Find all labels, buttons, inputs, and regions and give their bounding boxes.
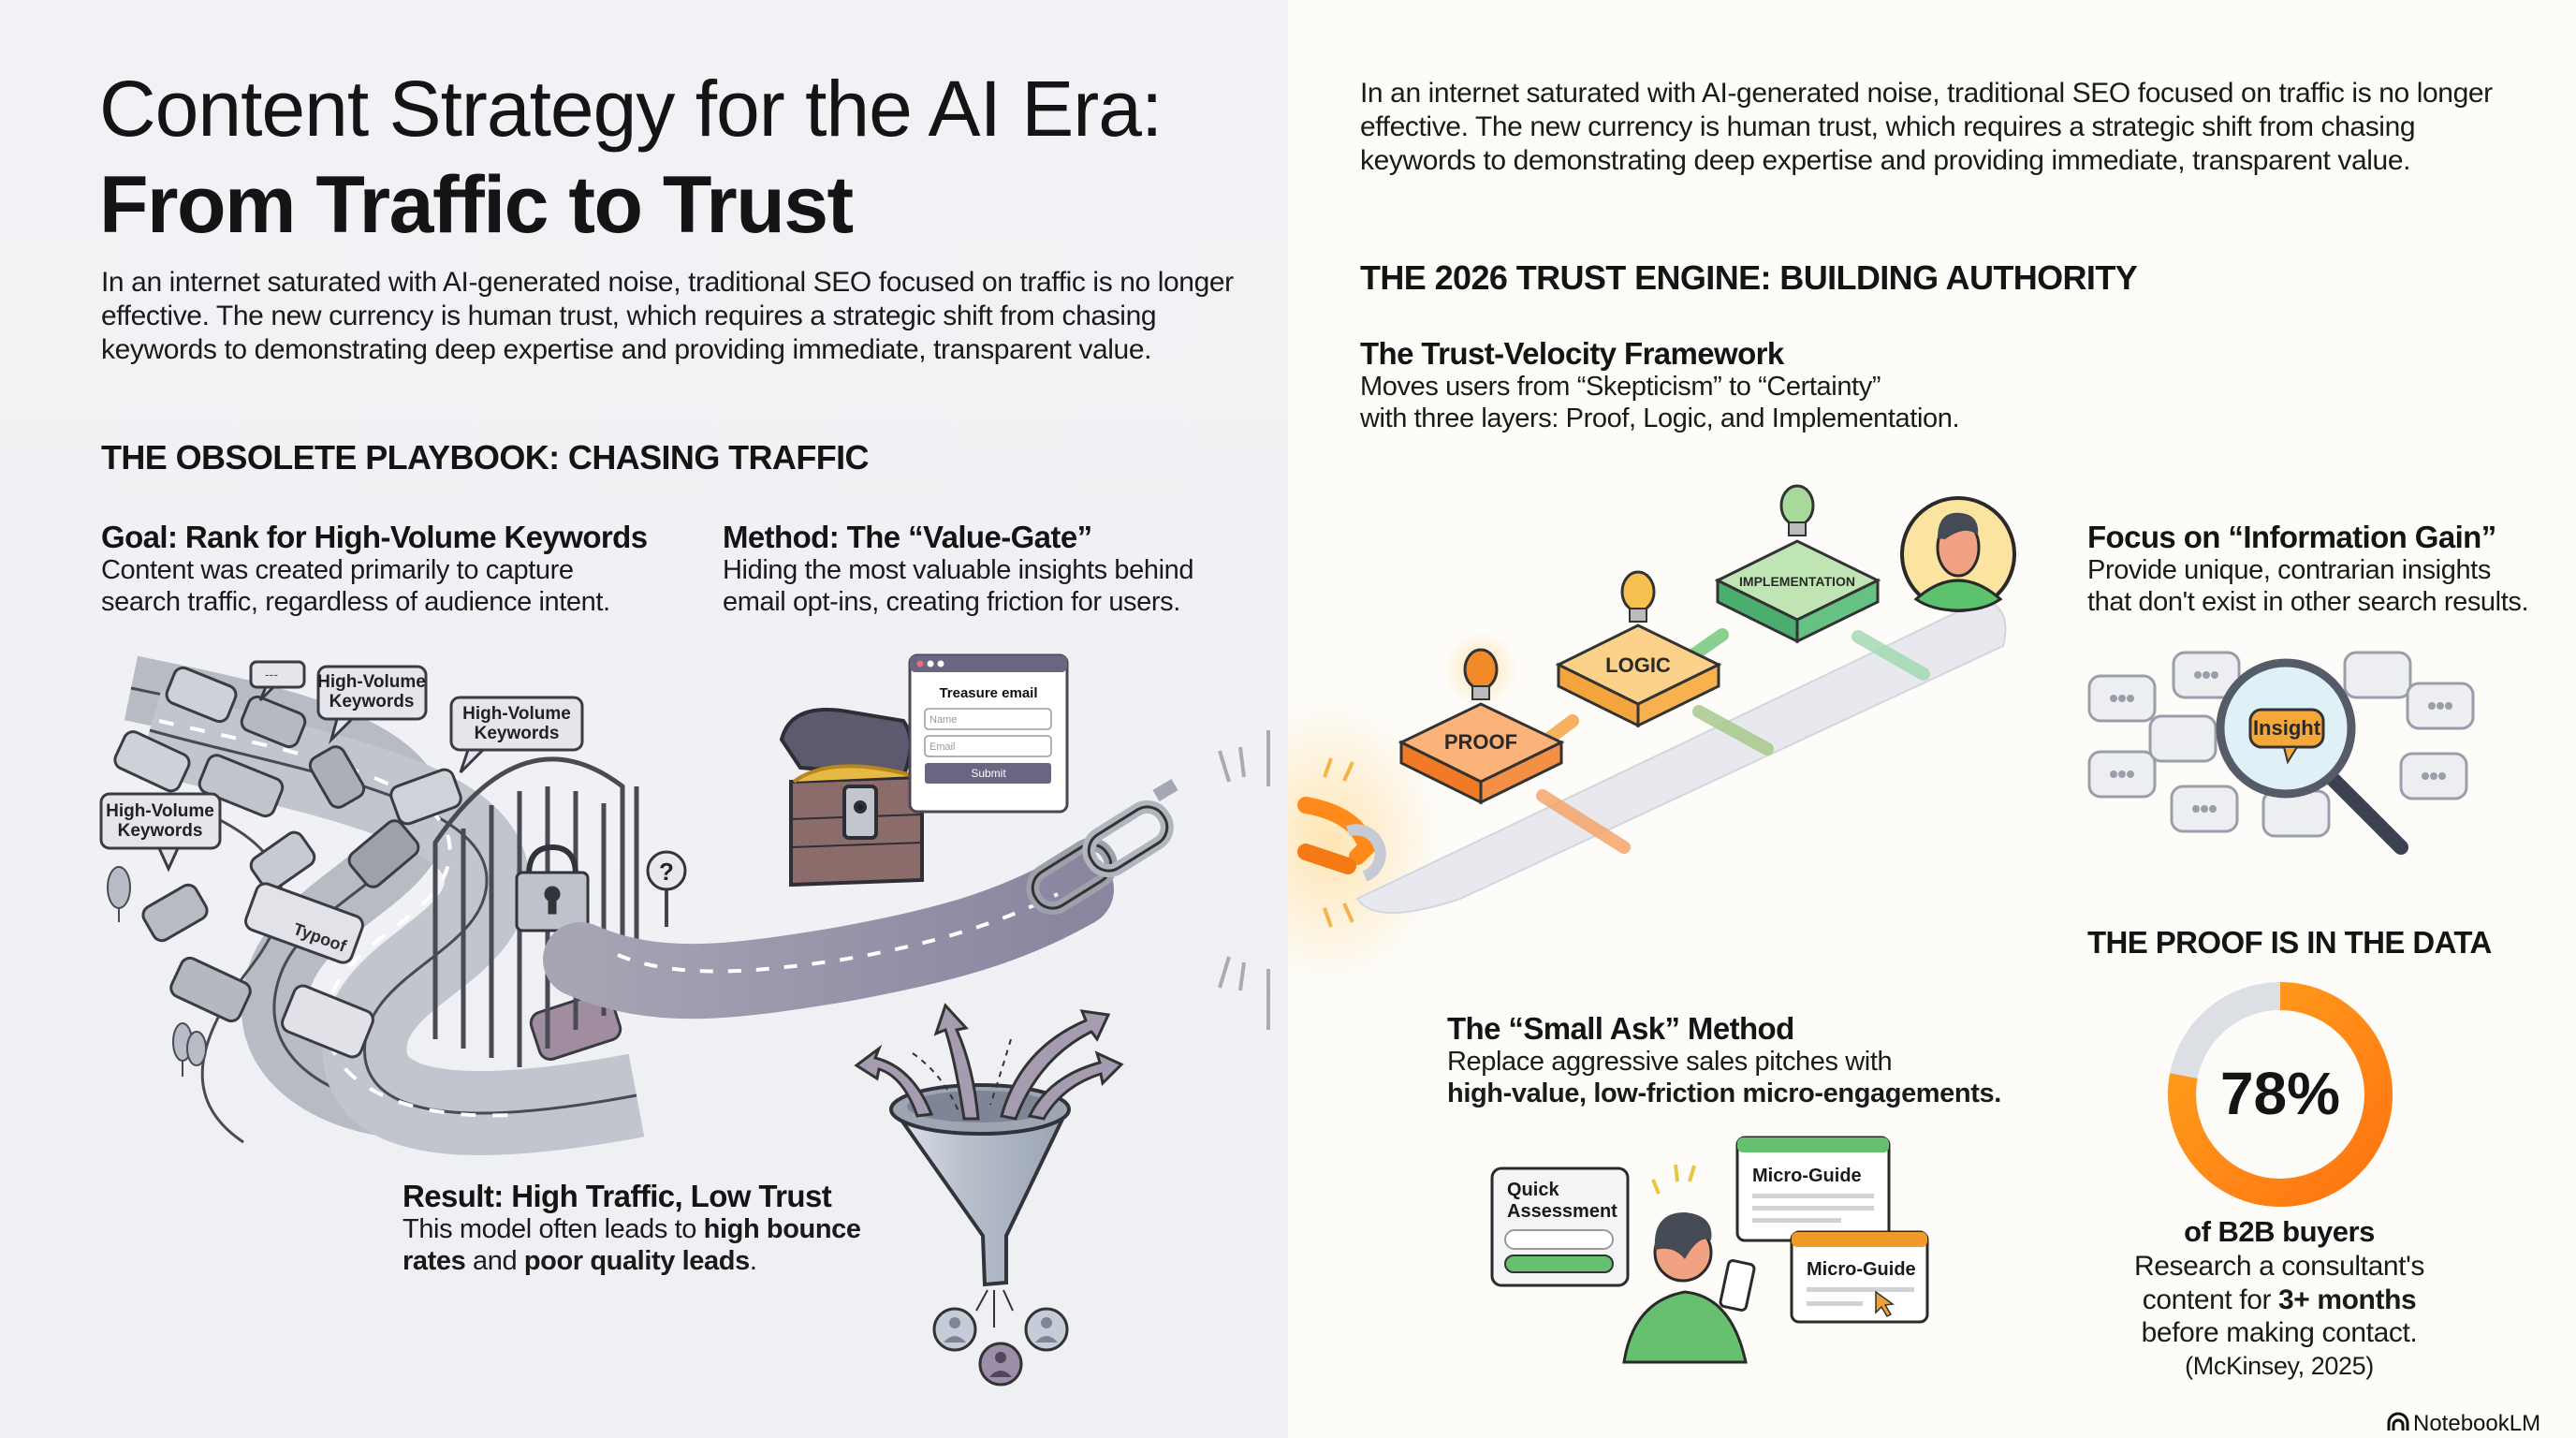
break-spark-lines <box>1218 730 1270 1030</box>
name-placeholder: Name <box>929 714 957 726</box>
treasure-chest-icon <box>779 708 924 888</box>
info-gain-heading: Focus on “Information Gain” <box>2087 520 2496 554</box>
result-bold-poor-leads: poor quality leads <box>523 1246 750 1276</box>
leaky-funnel-icon <box>854 1003 1124 1387</box>
road-to-chain <box>543 852 1114 1020</box>
result-bold-high-bounce: high bounce <box>703 1214 861 1244</box>
svg-text:PROOF: PROOF <box>1444 730 1517 754</box>
micro-guide-card-1 <box>1735 1136 1891 1242</box>
result-body: This model often leads to high bounce ra… <box>402 1213 927 1277</box>
info-gain-body-line1: Provide unique, contrarian insights <box>2087 555 2491 585</box>
stat-source: (McKinsey, 2025) <box>2185 1351 2374 1380</box>
framework-body-line1: Moves users from “Skepticism” to “Certai… <box>1360 372 1881 402</box>
submit-button <box>925 763 1051 784</box>
result-bold-rates: rates <box>402 1246 466 1276</box>
stat-line1: Research a consultant's <box>2133 1251 2425 1282</box>
section-title-proof-data: THE PROOF IS IN THE DATA <box>2087 925 2492 960</box>
svg-text:Micro-Guide: Micro-Guide <box>1752 1166 1862 1186</box>
certain-user-avatar <box>1900 496 2016 612</box>
email-form-window: Treasure email Name Email Submit <box>908 653 1069 814</box>
goal-body-line1: Content was created primarily to capture <box>101 555 574 585</box>
keyword-bubbles <box>99 660 584 873</box>
result-period: . <box>749 1246 757 1276</box>
stat-line2-bold: 3+ months <box>2278 1284 2417 1315</box>
intro-paragraph-right: In an internet saturated with AI-generat… <box>1360 78 2493 176</box>
goal-body: Content was created primarily to capture… <box>101 554 700 618</box>
result-heading: Result: High Traffic, Low Trust <box>402 1179 832 1213</box>
lost-lead-avatars <box>932 1307 1069 1387</box>
goal-heading: Goal: Rank for High-Volume Keywords <box>101 520 648 554</box>
broken-chain-icon <box>1026 778 1178 916</box>
donut-value: 78% <box>2220 1060 2340 1127</box>
implementation-step-icon: IMPLEMENTATION <box>1714 484 1881 644</box>
person-hair <box>1654 1212 1712 1259</box>
name-field <box>924 708 1052 730</box>
method-body-line2: email opt-ins, creating friction for use… <box>723 587 1180 617</box>
phone-icon <box>1719 1259 1756 1312</box>
result-text-and: and <box>465 1246 524 1276</box>
goal-body-line2: search traffic, regardless of audience i… <box>101 587 610 617</box>
svg-text:?: ? <box>659 858 674 886</box>
stat-line3: before making contact. <box>2141 1317 2418 1348</box>
method-body-line1: Hiding the most valuable insights behind <box>723 555 1194 585</box>
proof-step-icon: PROOF <box>1398 632 1565 805</box>
page-title-line1: Content Strategy for the AI Era: <box>99 65 1163 153</box>
small-ask-body: Replace aggressive sales pitches with hi… <box>1447 1046 2046 1109</box>
trust-illustration: PROOF LOGIC IMPLEMENTATION <box>1288 484 2540 1436</box>
small-ask-heading: The “Small Ask” Method <box>1447 1011 1794 1046</box>
framework-heading: The Trust-Velocity Framework <box>1360 336 1784 371</box>
tree-icons <box>107 866 207 1077</box>
insight-label: Insight <box>2253 716 2321 740</box>
section-title-obsolete: THE OBSOLETE PLAYBOOK: CHASING TRAFFIC <box>101 438 870 477</box>
notebooklm-logo-icon <box>2387 1412 2409 1431</box>
framework-body: Moves users from “Skepticism” to “Certai… <box>1360 371 2015 434</box>
small-ask-body-line2: high-value, low-friction micro-engagemen… <box>1447 1078 2001 1108</box>
insight-magnifier-icon: Insight <box>2087 651 2475 855</box>
page-title-line2: From Traffic to Trust <box>99 160 854 250</box>
method-heading: Method: The “Value-Gate” <box>723 520 1092 554</box>
method-body: Hiding the most valuable insights behind… <box>723 554 1284 618</box>
form-title: Treasure email <box>939 685 1037 701</box>
intro-paragraph-left: In an internet saturated with AI-generat… <box>101 267 1234 365</box>
email-field <box>924 735 1052 757</box>
section-title-trust-engine: THE 2026 TRUST ENGINE: BUILDING AUTHORIT… <box>1360 258 2138 297</box>
padlock-icon <box>515 844 590 932</box>
svg-text:Micro-Guide: Micro-Guide <box>1807 1259 1916 1280</box>
donut-chart-78-percent: 78% <box>2168 982 2393 1207</box>
stat-description: Research a consultant's content for 3+ m… <box>2069 1250 2490 1383</box>
logic-step-icon: LOGIC <box>1555 570 1722 728</box>
stat-label: of B2B buyers <box>2184 1215 2375 1248</box>
cursor-icon <box>1875 1290 1895 1317</box>
info-gain-body-line2: that don't exist in other search results… <box>2087 587 2529 617</box>
framework-body-line2: with three layers: Proof, Logic, and Imp… <box>1360 404 1960 433</box>
person-body <box>1622 1290 1748 1364</box>
info-gain-body: Provide unique, contrarian insights that… <box>2087 554 2555 618</box>
stat-line2-text: content for <box>2142 1284 2279 1315</box>
svg-text:LOGIC: LOGIC <box>1605 653 1671 677</box>
connected-link-icon <box>1297 757 1386 928</box>
result-text: This model often leads to <box>402 1214 704 1244</box>
road-dashes <box>158 719 525 1118</box>
email-placeholder: Email <box>929 741 956 753</box>
submit-label: Submit <box>971 767 1006 780</box>
bubble-dash: --- <box>265 667 278 682</box>
staircase-platform <box>1355 597 2007 914</box>
svg-text:IMPLEMENTATION: IMPLEMENTATION <box>1739 574 1855 589</box>
small-ask-body-line1: Replace aggressive sales pitches with <box>1447 1047 1893 1077</box>
question-sign-icon: ? <box>646 850 687 927</box>
brand-name: NotebookLM <box>2413 1411 2540 1436</box>
